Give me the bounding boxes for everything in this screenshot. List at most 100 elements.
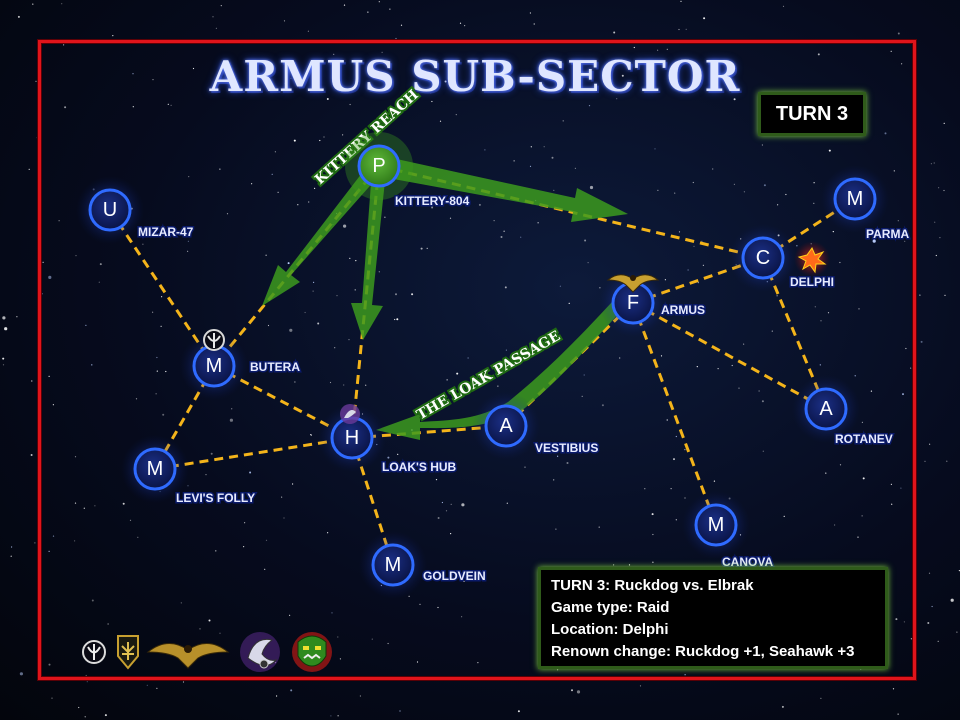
star — [571, 689, 573, 692]
star — [400, 24, 403, 26]
system-node-parma[interactable]: M PARMA — [821, 165, 911, 243]
star — [264, 568, 266, 570]
system-node-butera[interactable]: M BUTERA — [180, 329, 302, 400]
star — [576, 690, 581, 694]
star — [339, 658, 341, 660]
node-letter: M — [708, 514, 725, 536]
star — [215, 27, 217, 29]
star — [589, 185, 594, 190]
star — [283, 517, 285, 519]
star — [696, 366, 698, 368]
star — [122, 502, 125, 505]
star — [733, 98, 736, 101]
star — [461, 503, 465, 507]
star — [935, 254, 937, 257]
star — [343, 224, 347, 228]
star — [680, 0, 682, 2]
star — [796, 245, 798, 247]
star — [884, 132, 887, 135]
system-node-rotanev[interactable]: A ROTANEV — [792, 375, 894, 448]
star — [692, 181, 694, 184]
node-letter: C — [756, 247, 770, 269]
star — [900, 487, 902, 489]
star — [343, 384, 345, 386]
star — [387, 642, 389, 645]
star — [32, 3, 34, 5]
star — [359, 695, 361, 697]
eldar-rune-icon — [82, 640, 106, 664]
star — [395, 37, 397, 40]
star — [265, 254, 267, 256]
star — [289, 614, 291, 616]
star — [330, 715, 332, 717]
star — [693, 245, 695, 247]
star — [444, 80, 447, 83]
system-node-vestibius[interactable]: A VESTIBIUS — [472, 392, 600, 460]
star — [785, 193, 787, 196]
star — [893, 170, 895, 172]
star — [243, 546, 245, 548]
star — [566, 462, 569, 464]
lane-kittery-butera — [212, 165, 381, 367]
system-node-delphi[interactable]: C DELPHI — [729, 224, 836, 292]
system-label-delphi: DELPHI — [790, 275, 834, 289]
star — [467, 357, 469, 359]
system-node-levis-folly[interactable]: M LEVI'S FOLLY — [121, 435, 257, 507]
star — [326, 98, 329, 100]
star — [10, 555, 12, 557]
system-node-kittery-804[interactable]: P KITTERY-804 — [345, 132, 471, 210]
star — [229, 418, 233, 422]
star — [813, 202, 815, 204]
star — [48, 275, 52, 279]
star — [349, 257, 351, 259]
star — [904, 240, 906, 242]
star — [903, 621, 906, 623]
star — [337, 715, 339, 717]
star — [384, 216, 386, 218]
star — [553, 189, 555, 191]
system-node-mizar-47[interactable]: U MIZAR-47 — [76, 176, 195, 244]
star — [674, 192, 676, 194]
star — [872, 239, 876, 243]
star — [861, 421, 864, 423]
star — [17, 15, 20, 18]
star — [391, 464, 393, 466]
star — [928, 572, 931, 574]
star — [312, 290, 314, 292]
star — [820, 320, 822, 322]
star — [828, 149, 831, 152]
system-node-canova[interactable]: M CANOVA — [682, 491, 775, 571]
star — [664, 279, 667, 281]
system-node-goldvein[interactable]: M GOLDVEIN — [359, 531, 487, 599]
star — [892, 688, 895, 690]
star — [702, 264, 705, 266]
star — [861, 515, 863, 517]
star — [192, 67, 195, 70]
star — [517, 710, 520, 713]
system-node-armus[interactable]: F ARMUS — [599, 269, 707, 337]
star — [146, 684, 148, 687]
star — [551, 156, 554, 159]
star — [165, 370, 167, 373]
star — [743, 191, 746, 193]
system-node-loaks-hub[interactable]: H LOAK'S HUB — [318, 404, 458, 476]
system-label-goldvein: GOLDVEIN — [423, 569, 486, 583]
star — [619, 357, 621, 359]
star — [180, 602, 182, 604]
star — [389, 8, 391, 10]
star — [411, 293, 414, 296]
star — [394, 318, 396, 321]
star — [890, 483, 893, 485]
star — [652, 561, 654, 563]
system-label-canova: CANOVA — [722, 555, 773, 569]
star — [287, 262, 290, 265]
star — [929, 443, 931, 445]
star — [776, 295, 778, 297]
star — [395, 293, 397, 296]
star — [187, 485, 189, 487]
star — [503, 230, 505, 232]
map-title: ARMUS SUB-SECTOR — [209, 52, 741, 101]
star — [74, 456, 77, 458]
star — [132, 106, 134, 108]
star — [455, 114, 457, 116]
